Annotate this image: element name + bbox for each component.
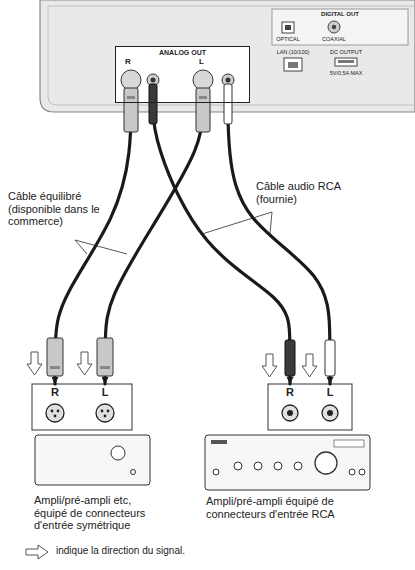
port-label: DIGITAL OUT (321, 11, 359, 18)
signal-direction-arrow (27, 352, 42, 375)
digital-out-jacks (288, 62, 298, 68)
balanced-amplifier (35, 435, 150, 485)
port-label: LAN (10/100) (277, 49, 310, 55)
leader-lines (75, 240, 127, 254)
cable-plugs (199, 96, 207, 99)
digital-out-jacks (272, 9, 408, 71)
port-label: 5V/0.5A MAX (330, 70, 363, 76)
balanced-input-plate (46, 404, 64, 422)
rca-amplifier (274, 462, 282, 470)
cable-plugs (325, 340, 335, 376)
channel-label: L (102, 386, 109, 399)
rca-input-plate (322, 405, 338, 421)
signal-direction-arrow (26, 545, 48, 559)
amplifier-rca: Ampli/pré-ampli équipé de connecteurs d'… (204, 384, 372, 492)
rca-amplifier (205, 435, 370, 490)
digital-out-jacks (285, 25, 291, 30)
analog-out-plate (121, 70, 141, 90)
balanced-input-plate (96, 404, 114, 422)
signal-direction-arrow (26, 352, 317, 559)
cable-plugs (47, 338, 63, 376)
channel-label: L (327, 386, 334, 399)
analog-out-panel: ANALOG OUTR L (115, 46, 250, 103)
balanced-amplifier (131, 470, 136, 475)
cable-plugs (47, 84, 335, 376)
connector-layer (55, 103, 330, 384)
balanced-input-plate (54, 415, 57, 418)
cable-plugs (224, 84, 232, 124)
balanced-amplifier (111, 446, 125, 460)
digital-out-jacks (284, 58, 302, 71)
amplifier-balanced: Ampli/pré-ampli etc, équipé de connecteu… (30, 384, 154, 488)
rca-amplifier (205, 435, 370, 490)
signal-direction-arrow (77, 352, 92, 375)
legend-text: indique la direction du signal. (56, 545, 185, 556)
cable-plugs (196, 88, 210, 132)
rca-amplifier (213, 469, 219, 475)
cable-plugs (149, 84, 157, 124)
balanced-input-plate (51, 410, 54, 413)
signal-direction-arrow (302, 354, 317, 377)
digital-out-jacks (328, 21, 340, 33)
leader-lines (202, 212, 272, 234)
cable-plugs (97, 338, 113, 376)
rca-input-plate (327, 410, 333, 416)
rca-amplifier (211, 440, 227, 444)
analog-out-plate (151, 78, 156, 83)
audio-cable (228, 103, 330, 384)
cable-plugs (50, 366, 60, 369)
rca-amplifier (315, 452, 337, 474)
rca-amplifier (294, 462, 302, 470)
port-label: DC OUTPUT (330, 49, 362, 55)
cable-label: Câble équilibré (disponible dans le comm… (8, 190, 100, 228)
cable-plugs (127, 96, 135, 99)
legend-entry: indique la direction du signal. (56, 545, 185, 557)
port-label: COAXIAL (322, 36, 346, 42)
audio-cable (55, 103, 131, 384)
balanced-input-plate (32, 384, 132, 430)
digital-out-jacks (272, 9, 408, 45)
device-caption: Ampli/pré-ampli équipé de connecteurs d'… (206, 495, 366, 520)
rca-amplifier (254, 462, 262, 470)
balanced-input-plate (32, 384, 132, 430)
audio-cable (153, 103, 290, 384)
channel-label: L (199, 57, 204, 66)
digital-out-jacks (335, 58, 357, 66)
balanced-input-plate (57, 410, 60, 413)
balanced-input-plate (104, 415, 107, 418)
device-caption: Ampli/pré-ampli etc, équipé de connecteu… (34, 494, 166, 532)
balanced-input-plate (107, 410, 110, 413)
balanced-input-plate (101, 410, 104, 413)
rca-input-plate (287, 410, 293, 416)
rca-amplifier (234, 462, 242, 470)
audio-cable (105, 103, 203, 384)
cable-plugs (100, 366, 110, 369)
rca-amplifier (334, 440, 364, 447)
rca-input-plate (282, 405, 298, 421)
cable-plugs (124, 88, 138, 132)
analog-out-plate (226, 78, 231, 83)
digital-out-jacks (282, 22, 294, 33)
cable-label: Câble audio RCA (fournie) (256, 180, 366, 205)
balanced-amplifier (35, 435, 150, 485)
analog-out-plate (193, 70, 213, 90)
rca-input-plate (268, 384, 352, 430)
digital-out-jacks (338, 60, 354, 63)
rca-amplifier (359, 469, 365, 475)
channel-label: R (286, 386, 294, 399)
rca-input-plate (268, 384, 352, 430)
port-label: OPTICAL (276, 36, 300, 42)
channel-label: R (51, 386, 59, 399)
digital-out-jacks (332, 25, 336, 29)
signal-direction-arrow (262, 354, 277, 377)
rca-amplifier (349, 469, 355, 475)
cable-plugs (285, 340, 295, 376)
channel-label: R (125, 57, 131, 66)
panel-title: ANALOG OUT (116, 49, 249, 57)
